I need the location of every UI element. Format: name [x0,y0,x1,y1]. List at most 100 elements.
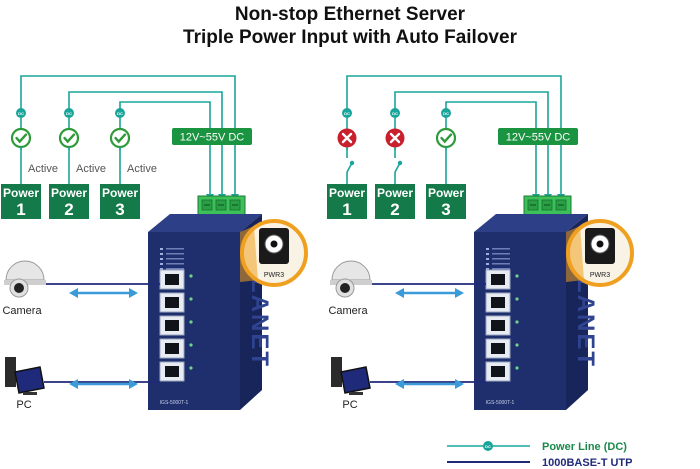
dc-tag-icon [16,108,26,118]
power-line-3 [445,101,537,197]
power-source-number: 2 [64,200,73,219]
arrow-head-left-icon [395,379,404,389]
led-caption [492,248,510,250]
status-led-icon [160,248,163,250]
legend-power-line-label: Power Line (DC) [542,441,627,453]
connector-label: PWR3 [590,272,610,279]
power-source-number: 2 [390,200,399,219]
camera-lens-icon [340,283,350,293]
status-label-active: Active [127,163,157,175]
power-source-number: 1 [342,200,351,219]
dc-jack-pin-icon [596,240,604,248]
port-socket-icon [165,343,179,354]
camera-label: Camera [328,305,368,317]
legend-dc-tag-label: DC [485,444,491,449]
pc-monitor-icon [14,366,45,394]
voltage-badge-label: 12V~55V DC [180,132,245,144]
led-caption [492,263,510,265]
power-source-label: Power [3,186,39,200]
dc-tag-label: DC [66,111,72,116]
port-socket-icon [491,297,505,308]
switch-top [148,214,262,232]
arrow-head-right-icon [129,379,138,389]
led-caption [166,268,184,270]
port-led-icon [515,297,519,301]
title-line-1: Non-stop Ethernet Server [234,4,466,25]
port-socket-icon [491,343,505,354]
cross-mark-icon [341,132,353,144]
led-caption [492,253,510,255]
port-led-icon [515,320,519,324]
power-source-box [100,184,140,219]
power-source-number: 3 [115,200,124,219]
dc-tag-label: DC [392,111,398,116]
power-source-label: Power [428,186,464,200]
port-socket-icon [165,297,179,308]
led-caption [166,258,184,260]
power-source-number: 3 [441,200,450,219]
status-led-icon [486,258,489,260]
dc-tag-label: DC [443,111,449,116]
camera-dome-icon [5,260,45,281]
arrow-head-left-icon [69,288,78,298]
scenario-all-active: DCActivePower1DCActivePower2DCActivePowe… [1,75,308,411]
device-model-label: IGS-5000T-1 [160,400,189,406]
port-led-icon [189,297,193,301]
check-mark-icon [114,133,127,144]
power-source-box [1,184,41,219]
legend-utp-label: 1000BASE-T UTP [542,457,632,469]
switch-contact-icon [397,160,403,166]
port-socket-icon [491,320,505,331]
led-caption [492,258,510,260]
check-icon [58,127,80,149]
power-source-box [49,184,89,219]
arrow-head-right-icon [455,288,464,298]
dc-tag-icon [115,108,125,118]
power-source-number: 1 [16,200,25,219]
voltage-badge [172,128,252,145]
status-led-icon [160,258,163,260]
port-socket-icon [491,274,505,285]
power-source-box [426,184,466,219]
camera-label: Camera [2,305,42,317]
led-caption [166,263,184,265]
switch-top [474,214,588,232]
dc-tag-label: DC [18,111,24,116]
status-led-icon [160,253,163,255]
legend: DC Power Line (DC) 1000BASE-T UTP [447,441,632,469]
dc-tag-icon [441,108,451,118]
power-source-box [375,184,415,219]
cross-mark-icon [389,132,401,144]
arrow-head-right-icon [129,288,138,298]
port-led-icon [515,343,519,347]
camera-dome-icon [331,260,371,281]
led-caption [492,268,510,270]
arrow-head-left-icon [69,379,78,389]
power-source-label: Power [51,186,87,200]
status-led-icon [486,268,489,270]
switch-contact-icon [349,160,355,166]
port-led-icon [189,366,193,370]
port-socket-icon [165,320,179,331]
legend-dc-tag-icon [483,441,493,451]
status-led-icon [160,263,163,265]
dc-jack-pin-icon [270,240,278,248]
dc-tag-label: DC [117,111,123,116]
dc-tag-label: DC [344,111,350,116]
port-socket-icon [491,366,505,377]
connector-label: PWR3 [264,272,284,279]
status-label-active: Active [28,163,58,175]
port-led-icon [515,366,519,370]
check-mark-icon [15,133,28,144]
zoom-beam [240,226,258,282]
port-led-icon [189,320,193,324]
power-source-label: Power [329,186,365,200]
voltage-badge-label: 12V~55V DC [506,132,571,144]
dc-tag-icon [342,108,352,118]
title-line-2: Triple Power Input with Auto Failover [183,27,517,48]
check-mark-icon [440,133,453,144]
port-led-icon [515,274,519,278]
status-led-icon [486,253,489,255]
camera-lens-icon [14,283,24,293]
